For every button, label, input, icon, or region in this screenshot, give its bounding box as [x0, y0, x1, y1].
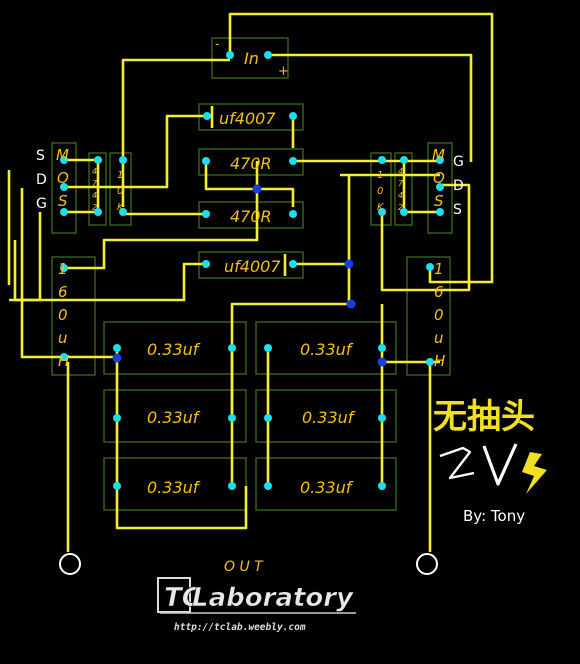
zener-left-outline: [88, 152, 107, 226]
resistor-10k-right-digit-3: K: [377, 202, 385, 213]
mosfet-left-letter-2: O: [57, 169, 69, 187]
mosfet-left-letter-3: S: [58, 192, 68, 210]
wire-diode-top-to-left-drain: [64, 114, 212, 189]
inductor-right-char-2: 6: [434, 283, 444, 301]
wire-cap-left-bus: [115, 348, 248, 530]
wire-left-gate-out: [13, 212, 42, 302]
mosfet-right-outline: [427, 142, 453, 234]
wire-center-to-left-inductor: [64, 161, 259, 270]
cap-2-outline: [255, 321, 397, 375]
mosfet-right-letter-3: S: [434, 192, 444, 210]
resistor-10k-left-outline: [109, 152, 132, 226]
brand-url: http://tclab.weebly.com: [174, 622, 306, 633]
wire-right-gate-loop: [380, 183, 471, 292]
cap-1-outline: [103, 321, 247, 375]
diode-bottom-label: uf4007: [224, 257, 281, 276]
inductor-right-char-3: 0: [434, 306, 444, 324]
inductor-left-char-1: 1: [58, 260, 68, 278]
resistor-10k-right-digit-1: 1: [377, 170, 383, 181]
cap-1-label: 0.33uf: [147, 340, 201, 359]
cap-2-label: 0.33uf: [300, 340, 354, 359]
cap-6-outline: [255, 457, 397, 511]
zener-right-digit-4: 2: [398, 203, 403, 212]
diode-top-label: uf4007: [219, 109, 276, 128]
resistor-470r-2-label: 470R: [230, 207, 272, 226]
mosfet-left-pin-3: G: [36, 196, 47, 212]
input-plus-label: +: [278, 64, 289, 79]
input-connector-outline: [211, 37, 289, 79]
zener-left-digit-3: 4: [92, 191, 97, 200]
cap-4-label: 0.33uf: [302, 408, 356, 427]
component-outlines: [51, 37, 453, 511]
mosfet-left-pin-1: S: [36, 148, 45, 164]
inductor-right-outline: [406, 256, 451, 376]
resistor-470r-1-label: 470R: [230, 154, 272, 173]
wire-input-to-left-10k: [121, 58, 230, 207]
cap-6-label: 0.33uf: [300, 478, 354, 497]
mosfet-right-letter-2: O: [433, 169, 445, 187]
inductor-right-char-1: 1: [434, 260, 444, 278]
wire-traces: [7, 12, 494, 552]
svg-text:Laboratory: Laboratory: [192, 583, 354, 613]
cap-5-label: 0.33uf: [147, 478, 201, 497]
tclaboratory-logo: TC Laboratory: [157, 577, 356, 614]
inductor-left-char-2: 6: [58, 283, 68, 301]
output-label: O U T: [224, 559, 264, 575]
pads: [60, 51, 444, 490]
diode-bars: [210, 106, 287, 276]
svg-text:TC: TC: [164, 583, 201, 613]
cap-3-label: 0.33uf: [147, 408, 201, 427]
mosfet-left-pin-2: D: [36, 172, 47, 188]
mosfet-right-pin-1: G: [453, 154, 464, 170]
mosfet-right-pin-3: S: [453, 202, 462, 218]
inductor-left-char-5: H: [58, 352, 69, 370]
wire-input-minus-to-right-inductor: [228, 12, 494, 284]
mosfet-right-pin-2: D: [453, 178, 464, 194]
mosfet-left-letter-1: M: [56, 146, 69, 164]
wire-input-plus-to-right: [268, 53, 473, 162]
zener-right-outline: [394, 152, 413, 226]
wire-470r-cross: [204, 161, 295, 207]
resistor-10k-right-digit-2: 0: [377, 186, 383, 197]
resistor-10k-left-digit-3: K: [117, 202, 125, 213]
input-label: In: [244, 49, 259, 68]
cap-3-outline: [103, 389, 247, 443]
zener-right-digit-1: 4: [398, 167, 403, 176]
inductor-left-outline: [51, 256, 96, 376]
wire-left-drain-to-caps: [20, 188, 117, 359]
zvs-logo: [439, 443, 547, 494]
author-label: By: Tony: [463, 507, 525, 525]
zener-left-digit-4: 2: [92, 203, 97, 212]
zener-left-digit-2: 7: [92, 179, 98, 188]
inductor-right-char-5: H: [434, 352, 445, 370]
cap-4-outline: [255, 389, 397, 443]
inductor-left-char-4: u: [58, 329, 68, 347]
inductor-right-char-4: u: [434, 329, 444, 347]
junctions: [112, 184, 387, 367]
zener-right-digit-2: 7: [398, 179, 404, 188]
zener-right-digit-3: 4: [398, 191, 403, 200]
output-terminal-right: [416, 553, 438, 575]
resistor-10k-left-digit-1: 1: [117, 170, 123, 181]
input-minus-label: -: [215, 37, 219, 51]
inductor-left-char-3: 0: [58, 306, 68, 324]
title-chinese: 无抽头: [433, 397, 535, 437]
output-terminal-left: [59, 553, 81, 575]
mosfet-right-letter-1: M: [432, 146, 445, 164]
resistor-10k-left-digit-2: 0: [117, 186, 123, 197]
zener-left-digit-1: 4: [92, 167, 97, 176]
wire-diode-bottom-left: [9, 262, 206, 302]
cap-5-outline: [103, 457, 247, 511]
